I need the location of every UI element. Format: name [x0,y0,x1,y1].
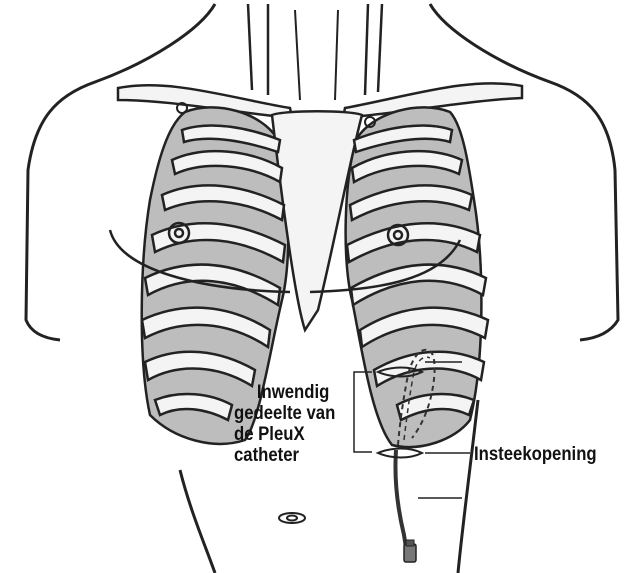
internal-part-line-4: catheter [234,445,335,466]
catheter-valve [404,544,416,562]
waist-left [180,470,215,573]
insertion-mark-lower [378,449,422,458]
insertion-site-label: Insteekopening [474,444,597,465]
internal-part-line-2: gedeelte van [234,403,335,424]
internal-part-line-1: Inwendig [234,382,335,403]
trachea [248,4,382,95]
navel [279,513,305,523]
internal-part-label: Inwendig gedeelte van de PleuX catheter [234,382,335,466]
internal-part-line-3: de PleuX [234,424,335,445]
